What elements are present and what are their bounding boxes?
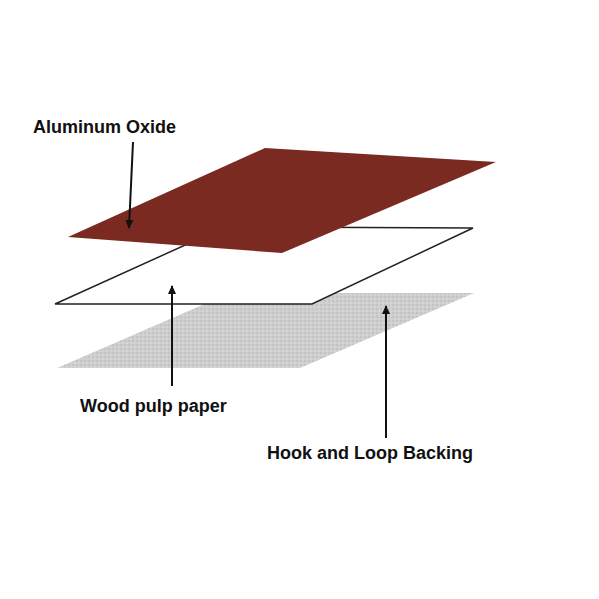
part-label: Wood pulp paper [80, 397, 227, 417]
leader-arrow [171, 286, 173, 386]
part-label: Hook and Loop Backing [267, 444, 473, 464]
part-label: Aluminum Oxide [33, 118, 176, 138]
leader-arrow [129, 142, 133, 228]
leader-arrow [385, 306, 387, 438]
